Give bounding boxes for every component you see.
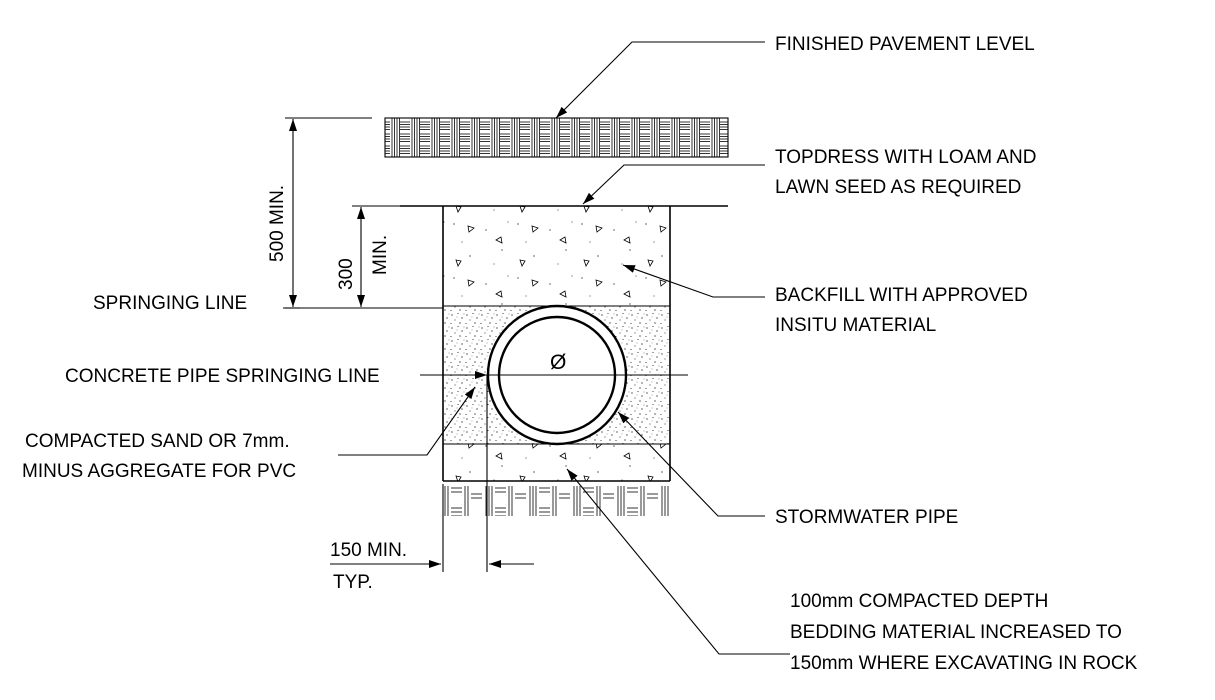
dim-150-typ-label: TYP. [333,572,373,593]
dim-300-min-label: MIN. [370,235,391,275]
bedding-label-line3: 150mm WHERE EXCAVATING IN ROCK [790,653,1138,674]
backfill-zone [443,206,670,306]
backfill-label-line1: BACKFILL WITH APPROVED [775,285,1028,306]
pavement-hatch [385,118,728,157]
stormwater-pipe-label: STORMWATER PIPE [775,507,958,528]
bedding-label-line2: BEDDING MATERIAL INCREASED TO [790,622,1122,643]
bedding-leader [566,468,790,655]
backfill-leader [622,264,765,298]
backfill-label-line2: INSITU MATERIAL [775,315,936,336]
undisturbed-ground-hatch [443,486,670,516]
finished-pavement-label: FINISHED PAVEMENT LEVEL [775,34,1035,55]
concrete-springing-label: CONCRETE PIPE SPRINGING LINE [65,366,380,387]
compacted-sand-label-line1: COMPACTED SAND OR 7mm. [25,431,290,452]
finished-pavement-leader [555,41,765,119]
dim-150-label: 150 MIN. [330,540,407,561]
topdress-label-line2: LAWN SEED AS REQUIRED [775,177,1021,198]
stormwater-pipe-leader [617,411,765,517]
bedding-zone [443,444,670,481]
compacted-sand-label-line2: MINUS AGGREGATE FOR PVC [22,461,296,482]
bedding-label-line1: 100mm COMPACTED DEPTH [790,591,1048,612]
pipe-diameter-symbol: Ø [550,351,566,374]
topdress-label-line1: TOPDRESS WITH LOAM AND [775,147,1036,168]
dim-500-label: 500 MIN. [267,185,288,262]
compacted-sand-leader [338,386,476,456]
topdress-leader [582,164,765,205]
springing-line-label: SPRINGING LINE [93,293,247,314]
dim-300-label: 300 [336,258,357,290]
